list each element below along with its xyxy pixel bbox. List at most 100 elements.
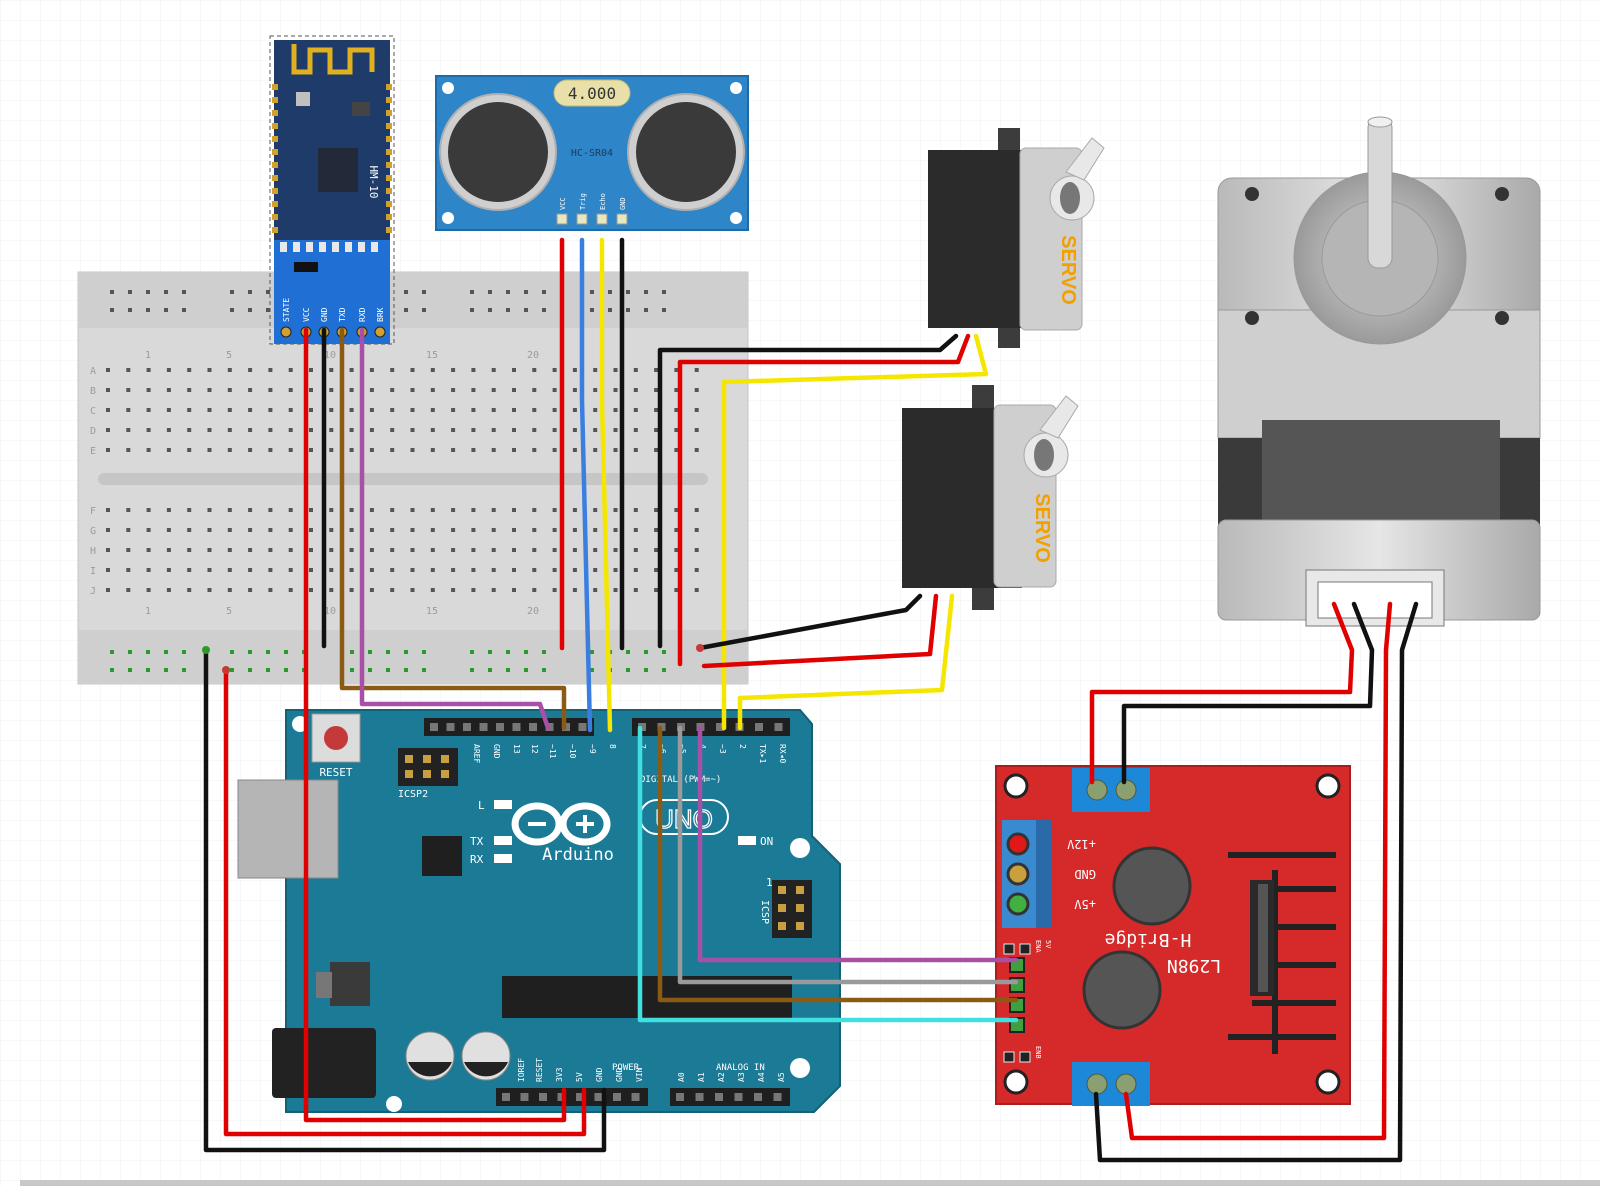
breadboard-hole xyxy=(593,448,598,452)
breadboard-hole xyxy=(532,408,537,412)
header-pin xyxy=(594,1093,603,1101)
breadboard-hole xyxy=(422,668,426,672)
breadboard-hole xyxy=(626,650,630,654)
breadboard-hole xyxy=(266,650,270,654)
breadboard-hole xyxy=(309,388,313,392)
breadboard-hole xyxy=(674,428,679,432)
breadboard-hole xyxy=(248,388,253,392)
header-pin xyxy=(734,1093,743,1101)
breadboard-hole xyxy=(488,650,492,654)
breadboard-hole xyxy=(227,528,232,532)
breadboard-hole xyxy=(349,448,354,452)
breadboard-hole xyxy=(266,290,270,294)
analog-header-label: ANALOG IN xyxy=(716,1063,765,1073)
breadboard-hole xyxy=(329,428,334,432)
breadboard-hole xyxy=(593,568,598,572)
breadboard-hole xyxy=(309,548,313,552)
castellation xyxy=(386,227,392,233)
breadboard-hole xyxy=(386,668,390,672)
breadboard-hole xyxy=(128,650,132,654)
breadboard-hole xyxy=(126,408,131,412)
header-pin xyxy=(631,1093,640,1101)
breadboard-hole xyxy=(268,428,273,432)
breadboard-hole xyxy=(227,448,232,452)
header-pin xyxy=(578,723,587,731)
breadboard-hole xyxy=(512,588,516,592)
digital-pin-label: 13 xyxy=(512,744,521,754)
breadboard-hole xyxy=(126,588,131,592)
breadboard-hole xyxy=(288,548,293,552)
breadboard-hole xyxy=(694,588,699,592)
castellation xyxy=(386,149,392,155)
digital-pin-label: 8 xyxy=(608,744,617,749)
breadboard-hole xyxy=(654,388,659,392)
wire-in4 xyxy=(637,725,1019,1023)
breadboard-hole xyxy=(644,650,648,654)
breadboard-hole xyxy=(654,448,659,452)
breadboard-hole xyxy=(187,368,192,372)
breadboard-hole xyxy=(674,568,679,572)
header-pin xyxy=(446,723,455,731)
breadboard-hole xyxy=(470,308,474,312)
digital-pin-label: 12 xyxy=(530,744,539,754)
breadboard-hole xyxy=(613,528,618,532)
breadboard-hole xyxy=(491,448,496,452)
breadboard-hole xyxy=(451,528,456,532)
breadboard-hole xyxy=(350,668,354,672)
header-pin xyxy=(479,723,488,731)
hbridge-title: L298N xyxy=(1167,955,1221,976)
sensor-display: 4.000 xyxy=(568,84,616,103)
usb-chip xyxy=(422,836,462,876)
breadboard-hole xyxy=(106,448,110,452)
breadboard-hole xyxy=(329,568,334,572)
breadboard-hole xyxy=(349,428,354,432)
breadboard-hole xyxy=(512,528,516,532)
bottom-scrollbar[interactable] xyxy=(20,1180,1600,1186)
breadboard-hole xyxy=(227,588,232,592)
wire-servo2-gnd xyxy=(697,593,923,651)
breadboard-hole xyxy=(491,408,496,412)
breadboard-hole xyxy=(674,528,679,532)
breadboard-hole xyxy=(552,408,557,412)
breadboard-hole xyxy=(268,508,273,512)
stepper-motor xyxy=(1217,116,1541,627)
sensor-pin xyxy=(576,213,588,225)
breadboard-hole xyxy=(593,388,598,392)
breadboard-hole xyxy=(633,408,638,412)
breadboard-hole xyxy=(488,290,492,294)
breadboard-hole xyxy=(451,408,456,412)
breadboard-hole xyxy=(512,408,516,412)
breadboard-hole xyxy=(572,428,577,432)
castellation xyxy=(386,214,392,220)
breadboard-hole xyxy=(410,508,415,512)
breadboard-hole xyxy=(410,388,415,392)
breadboard-hole xyxy=(284,650,288,654)
breadboard-hole xyxy=(654,508,659,512)
wire-sr04-trig xyxy=(579,237,593,733)
breadboard-hole xyxy=(329,368,334,372)
breadboard-hole xyxy=(430,408,435,412)
castellation xyxy=(272,162,278,168)
header-pin xyxy=(520,1093,529,1101)
breadboard-hole xyxy=(128,668,132,672)
breadboard-hole xyxy=(166,568,171,572)
castellation xyxy=(345,242,352,252)
breadboard-hole xyxy=(470,668,474,672)
digital-pin-label: ~10 xyxy=(568,744,577,759)
breadboard-hole xyxy=(471,568,476,572)
header-pin xyxy=(755,723,763,731)
breadboard-hole xyxy=(268,528,273,532)
breadboard-hole xyxy=(288,528,293,532)
breadboard-hole xyxy=(182,650,186,654)
castellation xyxy=(272,227,278,233)
arduino-logo-text: Arduino xyxy=(542,845,614,865)
breadboard-hole xyxy=(309,368,313,372)
breadboard-hole xyxy=(633,428,638,432)
breadboard-hole xyxy=(126,528,131,532)
breadboard-hole xyxy=(390,548,395,552)
breadboard-hole xyxy=(410,368,415,372)
digital-pin-label: ~9 xyxy=(588,744,597,754)
breadboard-hole xyxy=(593,548,598,552)
